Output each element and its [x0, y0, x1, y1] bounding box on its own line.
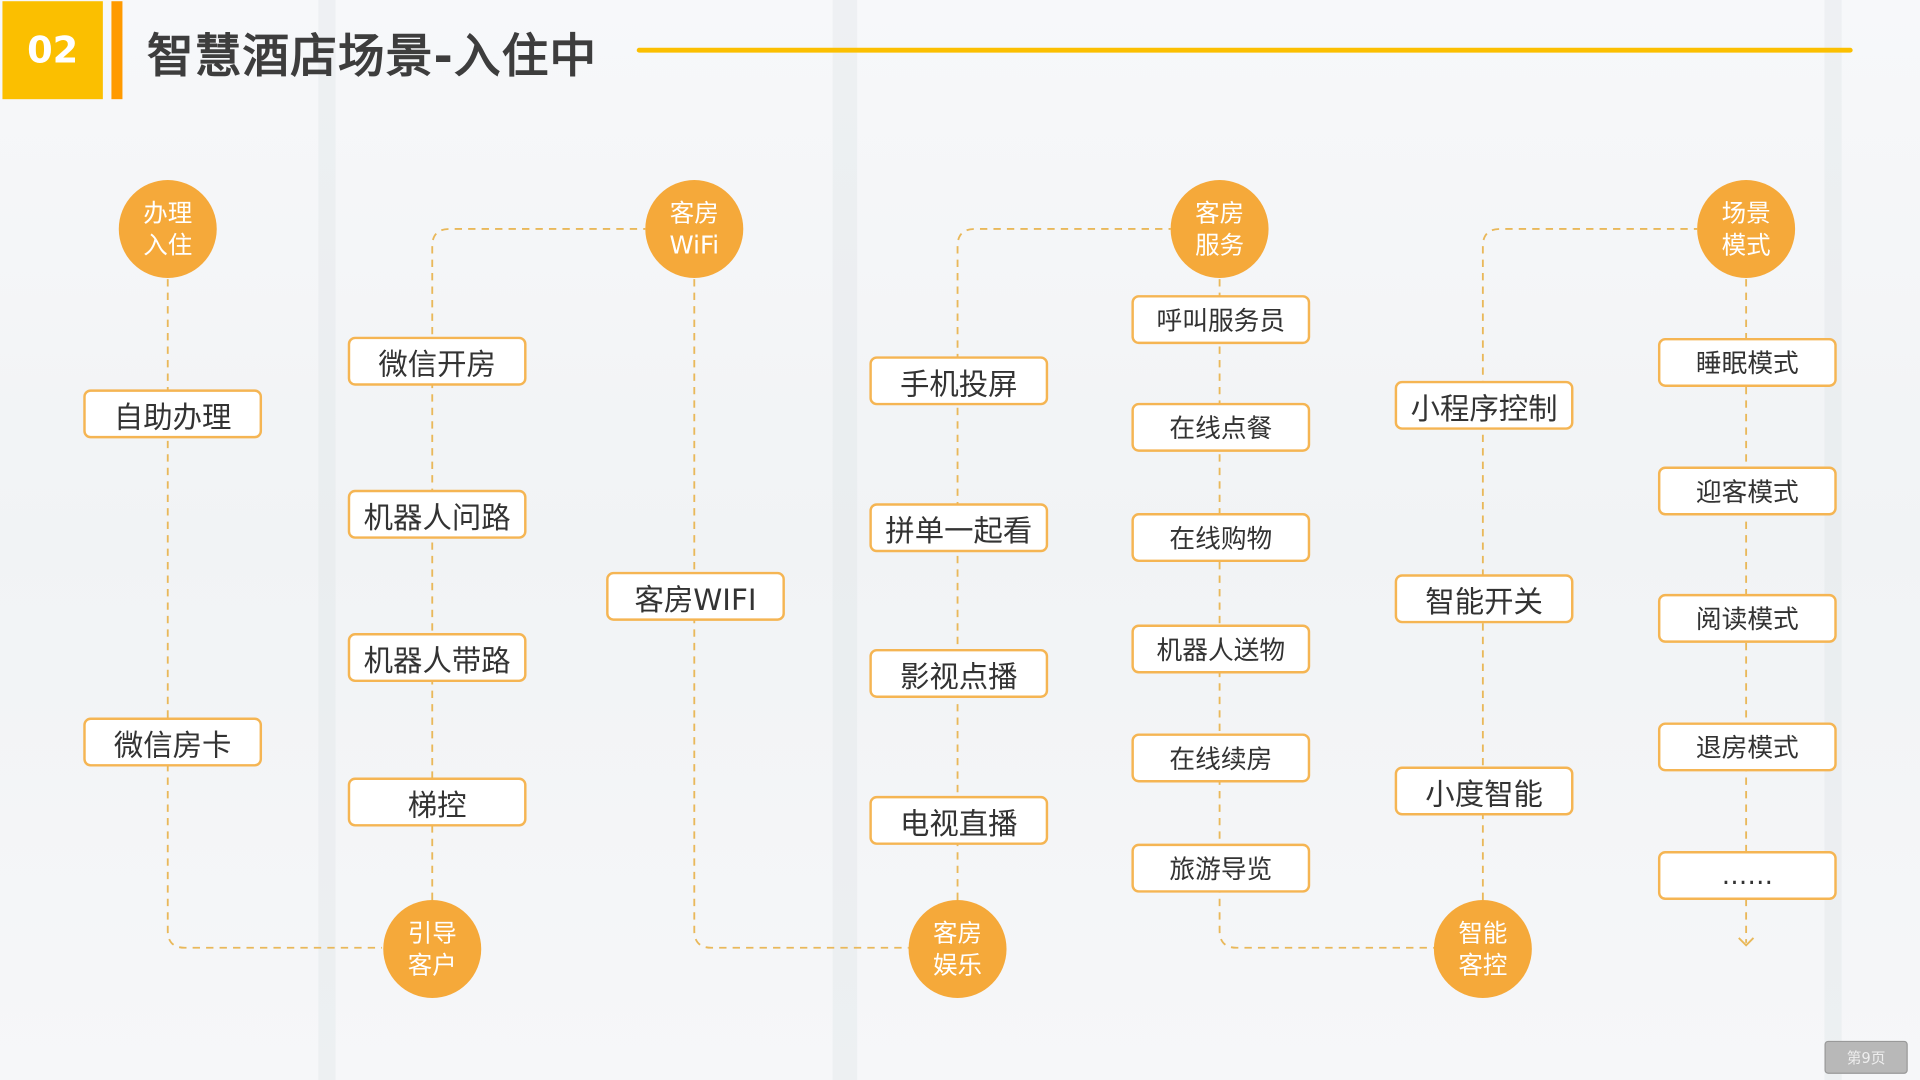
page-indicator[interactable]: 第9页 [1824, 1040, 1908, 1074]
feature-box: 电视直播 [869, 795, 1049, 845]
feature-box: 睡眠模式 [1657, 337, 1837, 387]
background-pillar [1824, 0, 1842, 1080]
feature-box: 自助办理 [83, 389, 263, 439]
title-underline [636, 47, 1853, 53]
accent-bar [111, 1, 123, 100]
arrow-down-icon [1738, 937, 1755, 947]
feature-box: 智能开关 [1394, 574, 1574, 624]
feature-box: 微信房卡 [83, 717, 263, 767]
feature-box: 手机投屏 [869, 356, 1049, 406]
feature-box: …… [1657, 851, 1837, 901]
feature-box: 在线购物 [1131, 513, 1311, 563]
node-control: 智能 客控 [1433, 900, 1532, 998]
feature-box: 拼单一起看 [869, 503, 1049, 553]
feature-box: 退房模式 [1657, 722, 1837, 772]
node-service: 客房 服务 [1170, 180, 1269, 278]
feature-box: 在线续房 [1131, 733, 1311, 783]
feature-box: 迎客模式 [1657, 466, 1837, 516]
feature-box: 旅游导览 [1131, 843, 1311, 893]
feature-box: 小度智能 [1394, 766, 1574, 816]
connector-service-control [1218, 279, 1434, 949]
node-wifi: 客房 WiFi [645, 180, 744, 278]
connector-wifi-entertainment [693, 279, 909, 949]
feature-box: 在线点餐 [1131, 402, 1311, 452]
background-pillar [318, 0, 336, 1080]
background-pillar [832, 0, 858, 1080]
feature-box: 微信开房 [347, 336, 527, 386]
connector-checkin-guide [166, 279, 383, 949]
page-title: 智慧酒店场景-入住中 [146, 29, 598, 84]
feature-box: 呼叫服务员 [1131, 295, 1311, 345]
feature-box: 影视点播 [869, 648, 1049, 698]
feature-box: 客房WIFI [606, 571, 785, 621]
node-entertainment: 客房 娱乐 [908, 900, 1007, 998]
feature-box: 梯控 [347, 777, 527, 827]
feature-box: 机器人送物 [1131, 624, 1311, 674]
feature-box: 阅读模式 [1657, 593, 1837, 643]
feature-box: 机器人带路 [347, 633, 527, 683]
node-checkin: 办理 入住 [118, 180, 217, 278]
feature-box: 机器人问路 [347, 489, 527, 539]
feature-box: 小程序控制 [1394, 380, 1574, 430]
node-guide: 引导 客户 [383, 900, 482, 998]
section-number: 02 [2, 1, 103, 100]
node-scene: 场景 模式 [1697, 180, 1796, 278]
